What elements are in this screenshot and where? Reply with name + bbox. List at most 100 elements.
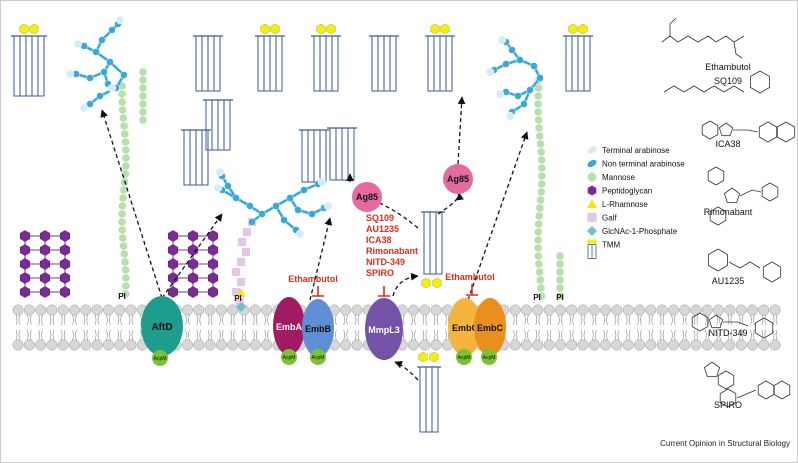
nitd349-pyrrole (708, 314, 724, 329)
mannose-unit (117, 217, 127, 227)
legend-label: L-Rhamnose (602, 200, 648, 209)
lipid-head-outer (204, 304, 216, 316)
mannose-unit (537, 163, 547, 173)
mannose-unit (536, 147, 546, 157)
arabinan-branch (89, 74, 126, 105)
arabinan-branch-unit (536, 74, 544, 82)
pi-label-2: PI (234, 294, 242, 303)
sq109-structure (663, 70, 770, 94)
embc-right-label: EmbC (477, 323, 504, 333)
lipid-head-inner (588, 339, 600, 351)
peptidoglycan-unit (59, 244, 71, 256)
lipid-tail (354, 314, 360, 341)
spiro-benzodioxane (757, 380, 775, 400)
mannose-unit (555, 251, 565, 261)
acpm-aftd-label: AcpM (154, 356, 167, 362)
tmm-cytoplasm (417, 366, 441, 433)
compound-name: SPIRO (714, 400, 742, 410)
acpm-embc-right (481, 349, 497, 365)
lipid-head-inner (690, 339, 702, 351)
lipid-block-outline (423, 211, 443, 275)
legend-label: GlcNAc-1-Phosphate (602, 227, 678, 236)
lipid-tail (38, 314, 43, 341)
au1235-difluorophenyl (762, 261, 782, 283)
lipid-head-inner (351, 339, 363, 351)
legend-label: Non terminal arabinose (602, 160, 685, 169)
mmpl3-inhibitor-name: SPIRO (366, 268, 394, 278)
lipid-head-inner (23, 339, 35, 351)
lipid-head-inner (182, 339, 193, 351)
nitd349-benzene (691, 312, 709, 332)
lipid-head-outer (114, 304, 126, 316)
embc-left-label: EmbC (452, 323, 479, 333)
lipid-head-outer (747, 304, 758, 316)
lipid-tail (716, 314, 721, 341)
terminal-arabinose-unit (505, 111, 515, 121)
ica38-benzene (701, 120, 719, 140)
lipid-head-outer (408, 304, 419, 316)
lipid-tail (196, 314, 202, 341)
lipid-head-outer (667, 304, 679, 316)
lipid-head-inner (57, 339, 69, 351)
tmm-icon (587, 239, 597, 259)
lipid-head-outer (57, 304, 69, 316)
tmm-outer-membrane (421, 211, 445, 275)
lipid-head-outer (656, 304, 668, 316)
aftd-label: AftD (151, 322, 172, 333)
mannose-unit (138, 91, 148, 101)
embc-right-protein (474, 298, 506, 356)
arabinan-branch-unit (280, 216, 288, 224)
galf-unit (237, 258, 245, 266)
legend-item: Non terminal arabinose (587, 160, 685, 169)
ethambutol-hydroxyl (733, 41, 743, 59)
lipid-tail (264, 314, 269, 341)
lipid-tail (219, 314, 224, 341)
ethambutol-backbone (661, 35, 745, 43)
arabinan-branch-unit (98, 36, 106, 44)
lipid-tail (207, 314, 213, 341)
mannose-unit (121, 281, 131, 291)
mmpl3-inhibitor-bar (378, 286, 390, 297)
lipid-tail (546, 314, 552, 341)
arrow-tmm-to-ag85-right (437, 192, 464, 215)
lipid-head-outer (611, 304, 623, 316)
lipid-tail (738, 314, 744, 341)
legend-label: Galf (602, 214, 617, 223)
lipid-tail (15, 314, 21, 341)
lipid-tail (750, 314, 755, 341)
mannose-unit (121, 153, 131, 163)
mannose-unit (533, 107, 543, 117)
acpm-emba (281, 349, 297, 365)
peptidoglycan-unit (19, 258, 31, 270)
nitd349-structure (691, 312, 774, 339)
ethambutol-emb-bar (312, 286, 324, 297)
spiro-piperidine (719, 388, 737, 408)
lipid-head-outer (91, 304, 103, 316)
mannose-unit (534, 115, 543, 125)
arabinan-branch-unit (308, 210, 316, 218)
lipid-tail (253, 314, 258, 341)
rimonabant-pyrazole (723, 187, 741, 203)
arabinan-branch-unit (246, 202, 254, 210)
mannose-unit (537, 155, 546, 165)
lipid-head-inner (758, 339, 770, 351)
galf-unit (236, 298, 244, 306)
arabinan-branch-unit (286, 194, 294, 202)
lipid-head-inner (204, 339, 216, 351)
ethambutol-embc-bar (466, 284, 478, 296)
arrow-ag85-to-top (457, 96, 466, 165)
arabinan-branch (505, 77, 541, 98)
lipid-head-outer (193, 304, 205, 316)
legend-item: L-Rhamnose (587, 199, 648, 209)
top-mycolate-6 (425, 23, 455, 92)
compound-name: ICA38 (715, 139, 740, 149)
lipid-head-inner (701, 339, 713, 351)
peptidoglycan-unit (59, 272, 71, 284)
source-caption: Current Opinion in Structural Biology (660, 439, 790, 448)
top-mycolate-1 (11, 23, 47, 97)
lipid-head-outer (645, 304, 657, 316)
lipid-head-outer (215, 304, 227, 316)
mannose-unit (534, 259, 544, 269)
peptidoglycan-unit (207, 230, 219, 242)
